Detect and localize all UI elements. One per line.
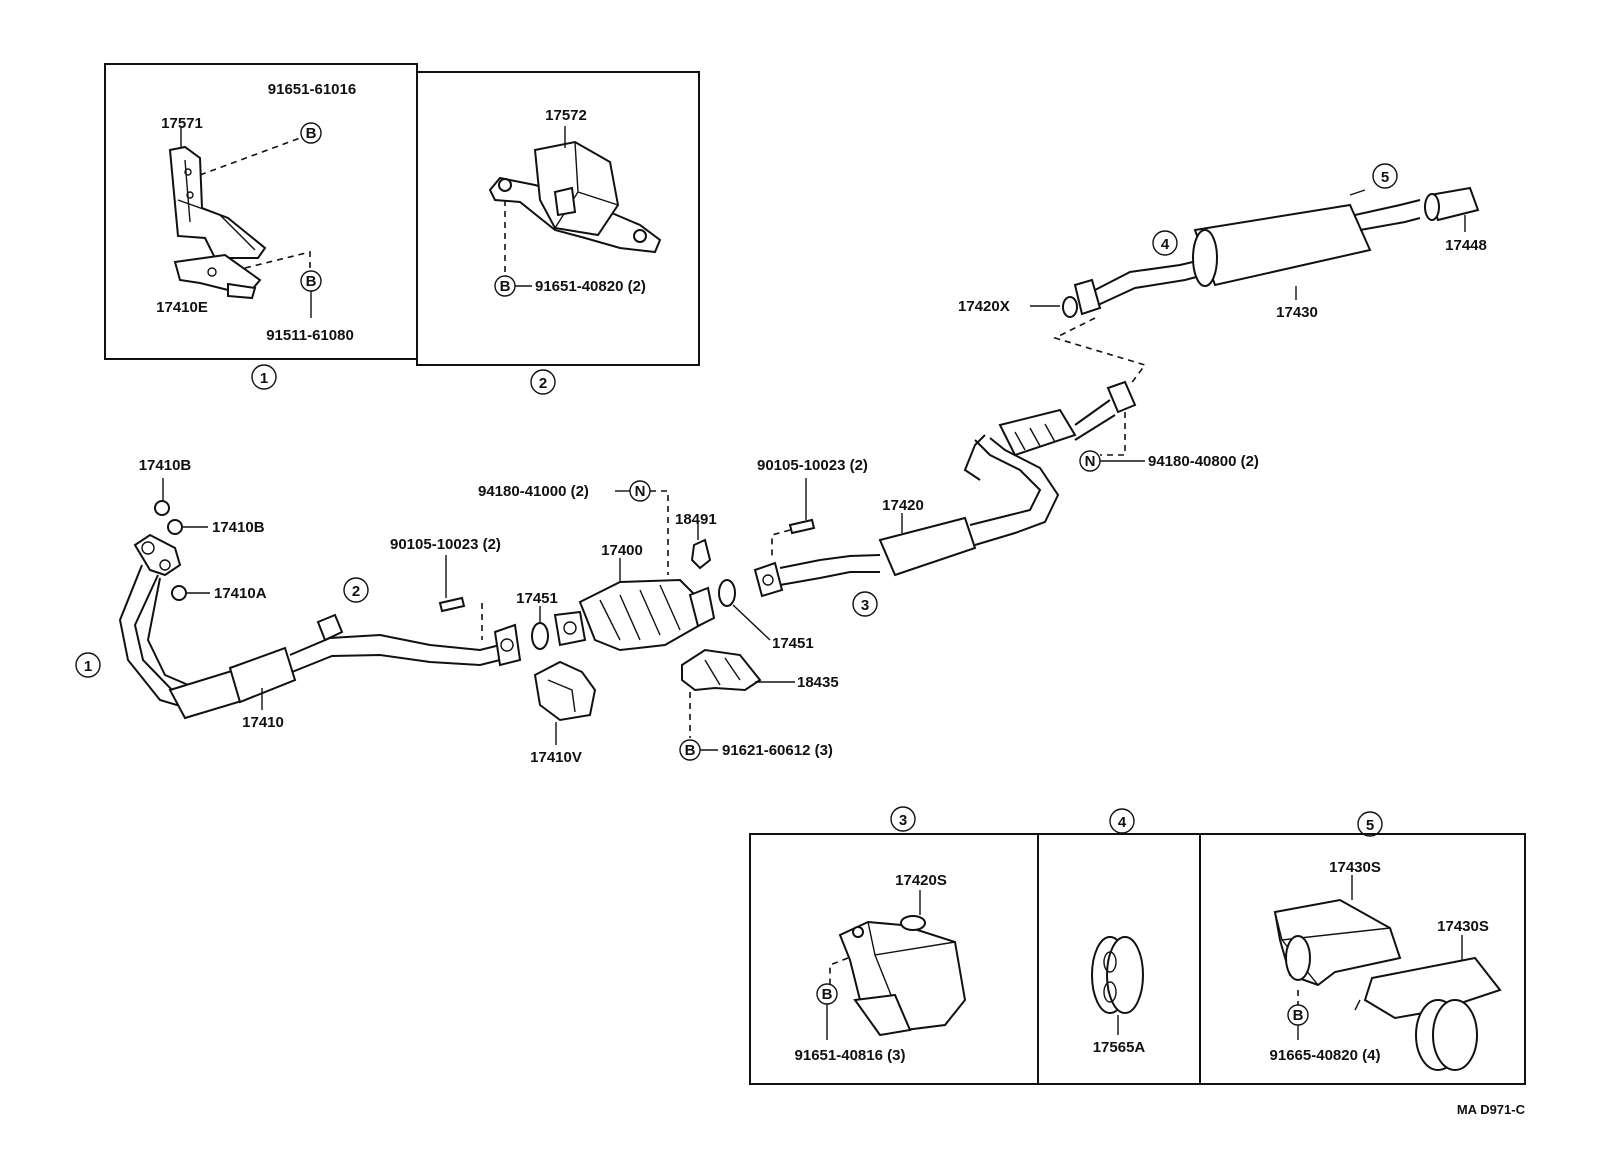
muffler-17430-drawing [1062, 189, 1421, 318]
label-94180-41000: 94180-41000 (2) [478, 483, 589, 500]
bolt-right-drawing [788, 518, 816, 535]
label-17451-right: 17451 [772, 635, 814, 652]
callout-circle-2 [343, 577, 369, 603]
label-18435: 18435 [797, 674, 839, 691]
label-17400: 17400 [601, 542, 643, 559]
mount-17430s-a-drawing [1273, 898, 1402, 987]
label-91621-60612: 91621-60612 (3) [722, 742, 833, 759]
nut-17410b-side-drawing [167, 519, 183, 535]
inset-number-5: 5 [1366, 817, 1374, 834]
label-17410b-side: 17410B [212, 519, 265, 536]
label-17410v: 17410V [530, 749, 582, 766]
label-17430s-a: 17430S [1329, 859, 1381, 876]
bolt-mark-i2: B [500, 278, 511, 295]
callout-circle-5 [1372, 163, 1398, 189]
label-91665-40820: 91665-40820 (4) [1270, 1047, 1381, 1064]
gasket-17451-right-drawing [718, 579, 736, 607]
catalytic-converter-17400-drawing [553, 578, 716, 652]
inset-number-1: 1 [260, 370, 268, 387]
mount-17420s-drawing [838, 915, 967, 1037]
mount-17430s-b-drawing [1354, 956, 1502, 1071]
label-91651-40816: 91651-40816 (3) [795, 1047, 906, 1064]
callout-5: 5 [1381, 169, 1389, 186]
label-17451-left: 17451 [516, 590, 558, 607]
callout-1: 1 [84, 658, 92, 675]
inset-box-3-5-frame [749, 833, 1526, 1085]
label-17410: 17410 [242, 714, 284, 731]
gasket-17451-left-drawing [531, 622, 549, 650]
label-18491: 18491 [675, 511, 717, 528]
inset-box-2 [416, 71, 700, 366]
bolt-mark-circle-i1-top [300, 122, 322, 144]
label-17420x: 17420X [958, 298, 1010, 315]
bolt-left-drawing [438, 596, 466, 613]
mount-17572-drawing [488, 140, 662, 254]
label-17571: 17571 [161, 115, 203, 132]
bolt-mark-i5: B [1293, 1007, 1304, 1024]
nut-mark-94180-40800: N [1085, 453, 1096, 470]
nut-mark-94180-41000: N [635, 483, 646, 500]
label-17448: 17448 [1445, 237, 1487, 254]
hanger-17565a-drawing [1091, 936, 1144, 1014]
label-94180-40800: 94180-40800 (2) [1148, 453, 1259, 470]
label-17565a: 17565A [1093, 1039, 1146, 1056]
heat-insulator-18435-drawing [681, 648, 762, 692]
inset-number-4: 4 [1118, 814, 1127, 831]
label-17410a: 17410A [214, 585, 267, 602]
inset-number-3: 3 [899, 812, 907, 829]
front-pipe-17410-drawing [118, 533, 522, 720]
label-90105-10023-left: 90105-10023 (2) [390, 536, 501, 553]
insulator-17410v-drawing [533, 660, 597, 722]
label-17572: 17572 [545, 107, 587, 124]
label-90105-10023-right: 90105-10023 (2) [757, 457, 868, 474]
inset-box-1 [104, 63, 418, 360]
label-17430s-b: 17430S [1437, 918, 1489, 935]
bracket-17571-drawing [168, 145, 267, 300]
label-91651-40820: 91651-40820 (2) [535, 278, 646, 295]
inset-number-circle-1 [251, 364, 277, 390]
bolt-mark-i3: B [822, 986, 833, 1003]
label-91651-61016: 91651-61016 [268, 81, 356, 98]
callout-circle-1 [75, 652, 101, 678]
bolt-mark-91621: B [685, 742, 696, 759]
inset-number-circle-3 [890, 806, 916, 832]
label-17410b-top: 17410B [139, 457, 192, 474]
figure-code: MA D971-C [1457, 1102, 1526, 1117]
callout-3: 3 [861, 597, 869, 614]
center-pipe-17420-drawing [753, 380, 1137, 598]
inset-number-circle-5 [1357, 811, 1383, 837]
callout-circle-3 [852, 591, 878, 617]
inset-number-circle-2 [530, 369, 556, 395]
bolt-mark-i1-bottom: B [306, 273, 317, 290]
bolt-mark-i1-top: B [306, 125, 317, 142]
inset-number-2: 2 [539, 375, 547, 392]
clip-18491-drawing [690, 538, 712, 570]
tail-tip-17448-end [1424, 193, 1440, 221]
callout-2: 2 [352, 583, 360, 600]
callout-4: 4 [1161, 236, 1170, 253]
label-17420s: 17420S [895, 872, 947, 889]
label-91511-61080: 91511-61080 [266, 327, 354, 344]
gasket-17410a-drawing [171, 585, 187, 601]
inset-number-circle-4 [1109, 808, 1135, 834]
label-17430: 17430 [1276, 304, 1318, 321]
callout-circle-4 [1152, 230, 1178, 256]
label-17410e: 17410E [156, 299, 208, 316]
nut-17410b-top-drawing [154, 500, 170, 516]
label-17420: 17420 [882, 497, 924, 514]
